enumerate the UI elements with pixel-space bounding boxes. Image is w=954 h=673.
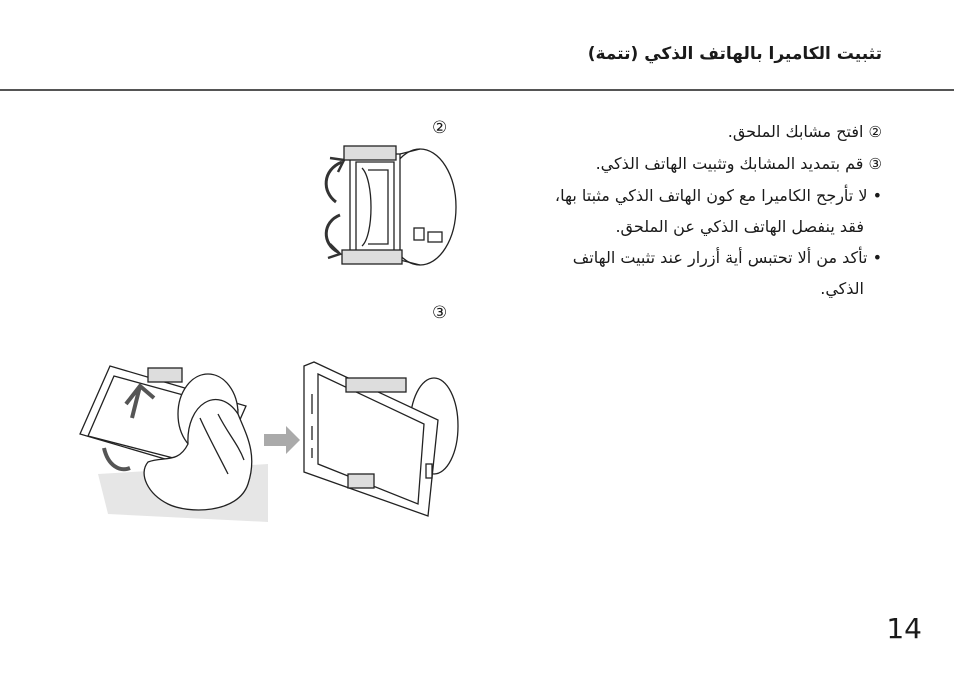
note-1-continued: فقد ينفصل الهاتف الذكي عن الملحق.	[502, 211, 882, 242]
note-1: • لا تأرجح الكاميرا مع كون الهاتف الذكي …	[502, 180, 882, 211]
attach-smartphone-illustration	[79, 361, 459, 522]
right-arrow-icon	[264, 426, 300, 454]
step-3: ③ قم بتمديد المشابك وتثبيت الهاتف الذكي.	[502, 148, 882, 180]
step-3-text: قم بتمديد المشابك وتثبيت الهاتف الذكي.	[595, 154, 864, 173]
bullet: •	[872, 186, 882, 205]
rotate-arrow-icon	[102, 447, 131, 472]
step-2-text: افتح مشابك الملحق.	[727, 122, 864, 141]
note-1-line-2: فقد ينفصل الهاتف الذكي عن الملحق.	[615, 217, 864, 236]
bullet: •	[872, 248, 882, 267]
attachment-open-illustration	[324, 145, 457, 266]
header-divider	[0, 89, 954, 91]
smartphone-mounted	[303, 361, 439, 517]
rotate-arrow-icon	[324, 160, 343, 204]
figure-2-label: ②	[432, 118, 448, 138]
note-2-line-1: تأكد من ألا تحتبس أية أزرار عند تثبيت ال…	[572, 248, 868, 267]
page-title: تثبيت الكاميرا بالهاتف الذكي (تتمة)	[587, 44, 882, 64]
instructions-block: ② افتح مشابك الملحق. ③ قم بتمديد المشابك…	[502, 116, 882, 304]
note-1-line-1: لا تأرجح الكاميرا مع كون الهاتف الذكي مث…	[554, 186, 868, 205]
page-number: 14	[886, 612, 922, 645]
note-2-line-2: الذكي.	[820, 279, 864, 298]
note-2-continued: الذكي.	[502, 273, 882, 304]
note-2: • تأكد من ألا تحتبس أية أزرار عند تثبيت …	[502, 242, 882, 273]
up-arrow-icon	[124, 383, 156, 419]
figure-3-label: ③	[432, 303, 448, 323]
step-3-marker: ③	[868, 155, 882, 173]
step-2: ② افتح مشابك الملحق.	[502, 116, 882, 148]
step-2-marker: ②	[868, 123, 882, 141]
